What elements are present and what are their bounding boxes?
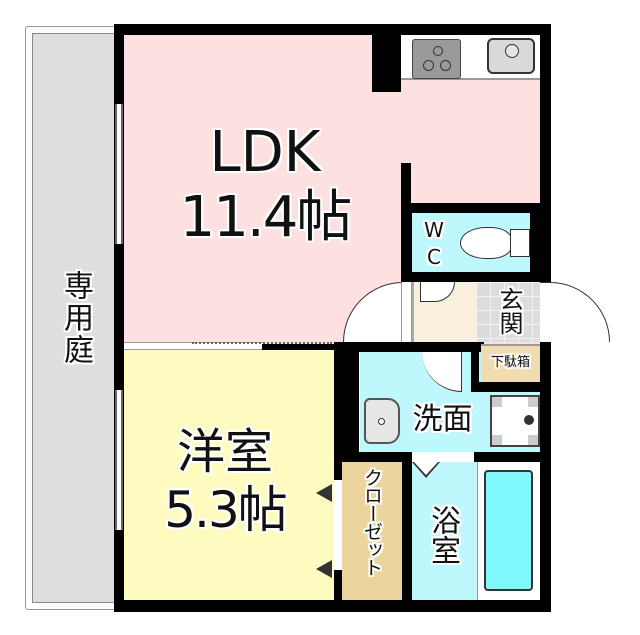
wash-basin-icon[interactable] — [364, 398, 400, 444]
wc-label-w: W — [424, 218, 444, 242]
ldk-window[interactable] — [115, 104, 123, 244]
bathroom-door[interactable] — [412, 452, 474, 462]
ldk-name: LDK — [209, 120, 321, 185]
washroom-label: 洗面 — [412, 402, 473, 437]
bathtub-icon[interactable] — [484, 470, 533, 591]
outer-wall-bottom — [114, 600, 551, 612]
closet-label: クローゼット — [361, 468, 383, 576]
wc-label-c: C — [427, 245, 441, 269]
ldk-western-wall — [262, 344, 342, 352]
ldk-partition-stub — [401, 163, 411, 203]
shoe-box-label: 下駄箱 — [490, 355, 530, 370]
closet-door-arrow-1 — [316, 484, 332, 502]
closet-door-strip[interactable] — [334, 480, 342, 570]
room-closet[interactable] — [342, 462, 402, 600]
wc-wall-top — [401, 203, 541, 213]
kitchen-pillar — [372, 35, 401, 92]
closet-wall-right — [402, 452, 412, 612]
washroom-wall-top — [334, 342, 484, 352]
front-door-swing[interactable] — [540, 282, 610, 342]
bathroom-label: 浴室 — [425, 505, 460, 565]
western-window[interactable] — [115, 390, 123, 530]
room-western[interactable] — [124, 350, 334, 600]
washing-machine-pan-icon[interactable] — [490, 395, 540, 447]
stove-icon[interactable] — [412, 39, 461, 79]
closet-wall-top — [334, 452, 412, 462]
outer-wall-top — [114, 24, 551, 35]
entrance-label: 玄関 — [495, 287, 523, 335]
toilet-icon[interactable] — [460, 225, 530, 261]
western-size: 5.3帖 — [164, 481, 288, 539]
outer-wall-left — [114, 24, 124, 612]
wc-wall-right — [530, 203, 541, 283]
closet-door-arrow-2 — [316, 560, 332, 578]
ldk-door-frame — [401, 282, 412, 342]
bathroom-door-arrow-fill — [414, 462, 438, 475]
wc-wall-bottom — [401, 272, 541, 282]
wc-wall-left — [401, 203, 412, 283]
shoe-box[interactable] — [481, 344, 540, 382]
bath-wall-top — [412, 452, 541, 462]
garden-label: 専用庭 — [58, 270, 93, 366]
garden-area — [32, 33, 117, 603]
western-name: 洋室 — [176, 424, 273, 480]
entrance-floor[interactable] — [476, 282, 540, 342]
ldk-size: 11.4帖 — [179, 185, 353, 250]
shoebox-wall-bottom — [471, 382, 541, 392]
room-bathroom[interactable] — [412, 462, 477, 600]
shoebox-wall — [471, 342, 479, 392]
sliding-door-track[interactable] — [192, 342, 332, 345]
kitchen-sink-icon[interactable] — [487, 38, 535, 74]
